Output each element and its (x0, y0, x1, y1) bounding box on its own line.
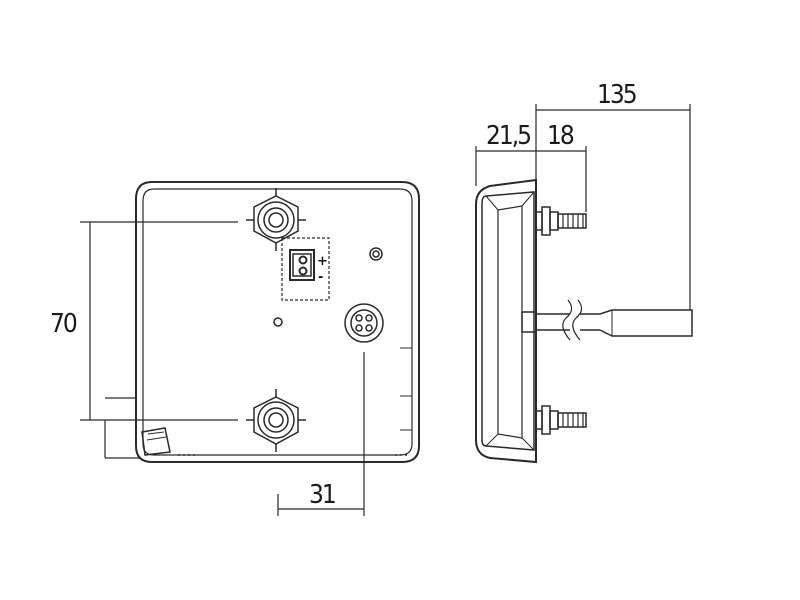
small-vent-hole (369, 247, 383, 261)
top-stud (535, 206, 587, 236)
front-corner-tab (141, 427, 171, 456)
dimension-18: 18 (536, 121, 587, 212)
front-edge-detail (400, 347, 412, 431)
side-view: 21,5 18 135 (475, 80, 693, 464)
dimension-70: 70 (50, 221, 238, 459)
top-bolt (246, 188, 306, 251)
dimension-135: 135 (536, 80, 691, 310)
dimension-label-31: 31 (309, 480, 335, 510)
dimension-label-18: 18 (547, 121, 574, 151)
front-view: + - 70 31 (50, 181, 420, 516)
plus-symbol: + (317, 254, 328, 269)
minus-symbol: - (318, 270, 323, 285)
dimension-label-135: 135 (597, 80, 636, 110)
dimension-31: 31 (277, 352, 365, 516)
cable (521, 299, 693, 341)
two-pin-connector: + - (281, 237, 330, 301)
bottom-bolt (246, 389, 306, 452)
front-housing-outline (135, 181, 420, 463)
dimension-label-21-5: 21,5 (486, 121, 530, 151)
dimension-label-70: 70 (50, 309, 77, 339)
round-connector (344, 303, 384, 343)
small-pin-hole (273, 317, 283, 327)
bottom-stud (535, 405, 587, 435)
side-lens (475, 178, 537, 464)
dimension-21-5: 21,5 (475, 104, 537, 186)
front-housing-inner (142, 188, 413, 456)
